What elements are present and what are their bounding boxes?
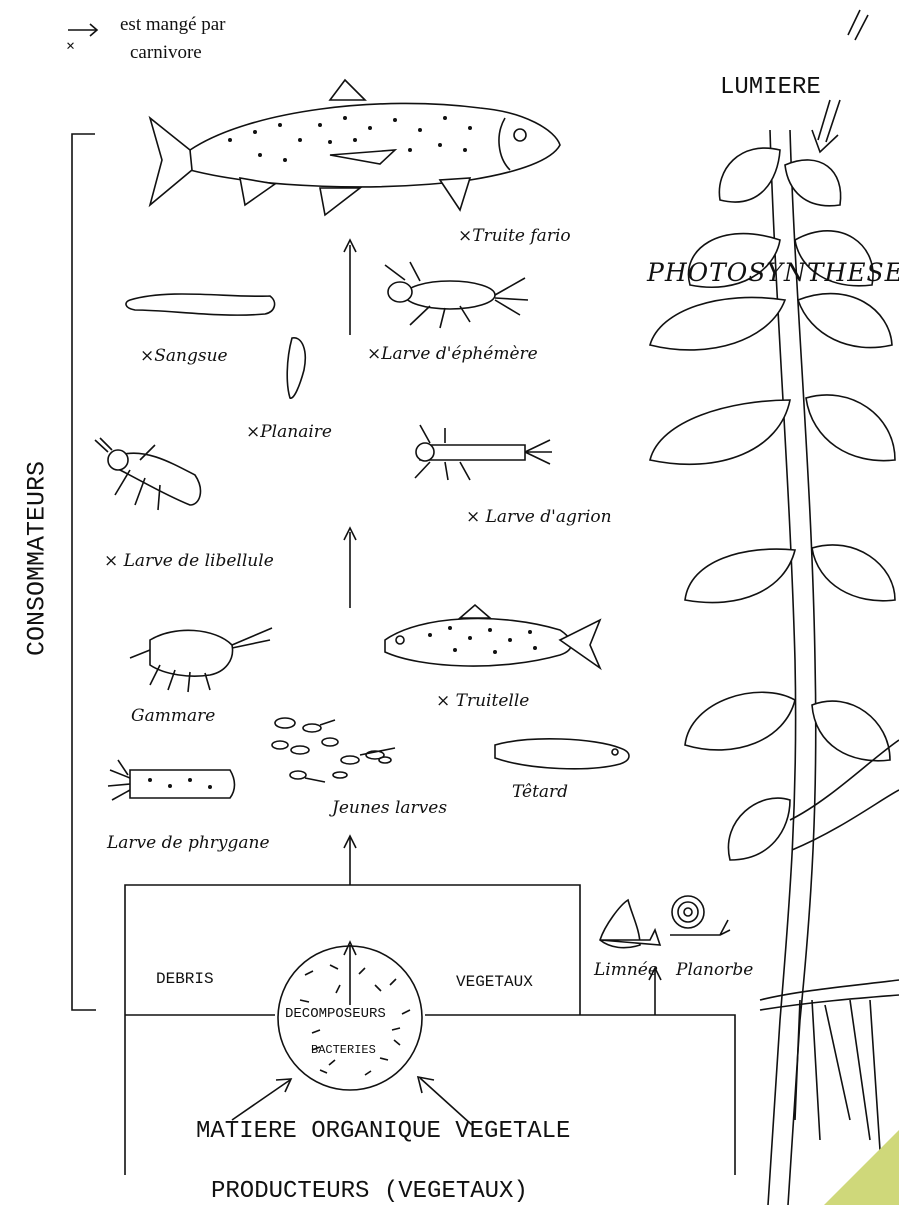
label-limnee: Limnée <box>594 960 658 980</box>
tadpole-illustration <box>495 739 629 769</box>
gammarus-illustration <box>130 628 272 692</box>
label-sangsue: ×Sangsue <box>140 346 228 366</box>
limnea-snail-illustration <box>600 900 660 948</box>
label-truitelle: × Truitelle <box>436 691 529 711</box>
arrow-from-debris-icon <box>344 836 356 885</box>
light-label: LUMIERE <box>720 74 821 101</box>
label-tetard: Têtard <box>512 782 568 802</box>
consumers-bracket <box>72 134 96 1010</box>
aquatic-plant-illustration <box>650 130 899 1205</box>
mayfly-larva-illustration <box>385 262 528 328</box>
label-planaire: ×Planaire <box>246 422 332 442</box>
photosynthesis-label: PHOTOSYNTHESE <box>647 258 899 287</box>
bacteria-label: BACTERIES <box>311 1043 376 1057</box>
label-larve-agrion: × Larve d'agrion <box>466 507 612 527</box>
arrow-left-to-circle-icon <box>232 1079 291 1120</box>
planarian-illustration <box>287 338 305 398</box>
dragonfly-larva-illustration <box>95 438 200 510</box>
leech-illustration <box>126 294 275 315</box>
vegetaux-label: VEGETAUX <box>456 973 533 991</box>
organic-matter-label: MATIERE ORGANIQUE VEGETALE <box>196 1118 570 1145</box>
arrow-to-trout-icon <box>344 240 356 335</box>
producers-label: PRODUCTEURS (VEGETAUX) <box>211 1178 528 1205</box>
arrow-to-middle-icon <box>344 528 356 608</box>
decomposers-label: DECOMPOSEURS <box>285 1006 386 1022</box>
legend-arrow-text: est mangé par <box>120 14 226 36</box>
trout-illustration <box>150 80 560 215</box>
consumers-label: CONSOMMATEURS <box>23 429 52 689</box>
label-truite-fario: ×Truite fario <box>458 226 571 246</box>
planorbis-snail-illustration <box>670 896 730 935</box>
label-jeunes-larves: Jeunes larves <box>332 798 447 818</box>
label-larve-phrygane: Larve de phrygane <box>107 833 270 853</box>
label-larve-libellule: × Larve de libellule <box>104 551 274 571</box>
young-larvae-illustration <box>272 718 395 782</box>
young-trout-illustration <box>385 605 600 668</box>
legend-carnivore-text: carnivore <box>130 42 202 64</box>
debris-label: DEBRIS <box>156 970 214 988</box>
label-planorbe: Planorbe <box>676 960 753 980</box>
page-corner <box>824 1130 899 1205</box>
caddisfly-larva-illustration <box>108 760 235 800</box>
label-larve-ephemere: ×Larve d'éphémère <box>367 344 538 364</box>
carnivore-mark-icon: × <box>66 38 75 56</box>
label-gammare: Gammare <box>131 706 215 726</box>
damselfly-larva-illustration <box>415 425 552 480</box>
legend-arrow-icon <box>68 24 97 36</box>
